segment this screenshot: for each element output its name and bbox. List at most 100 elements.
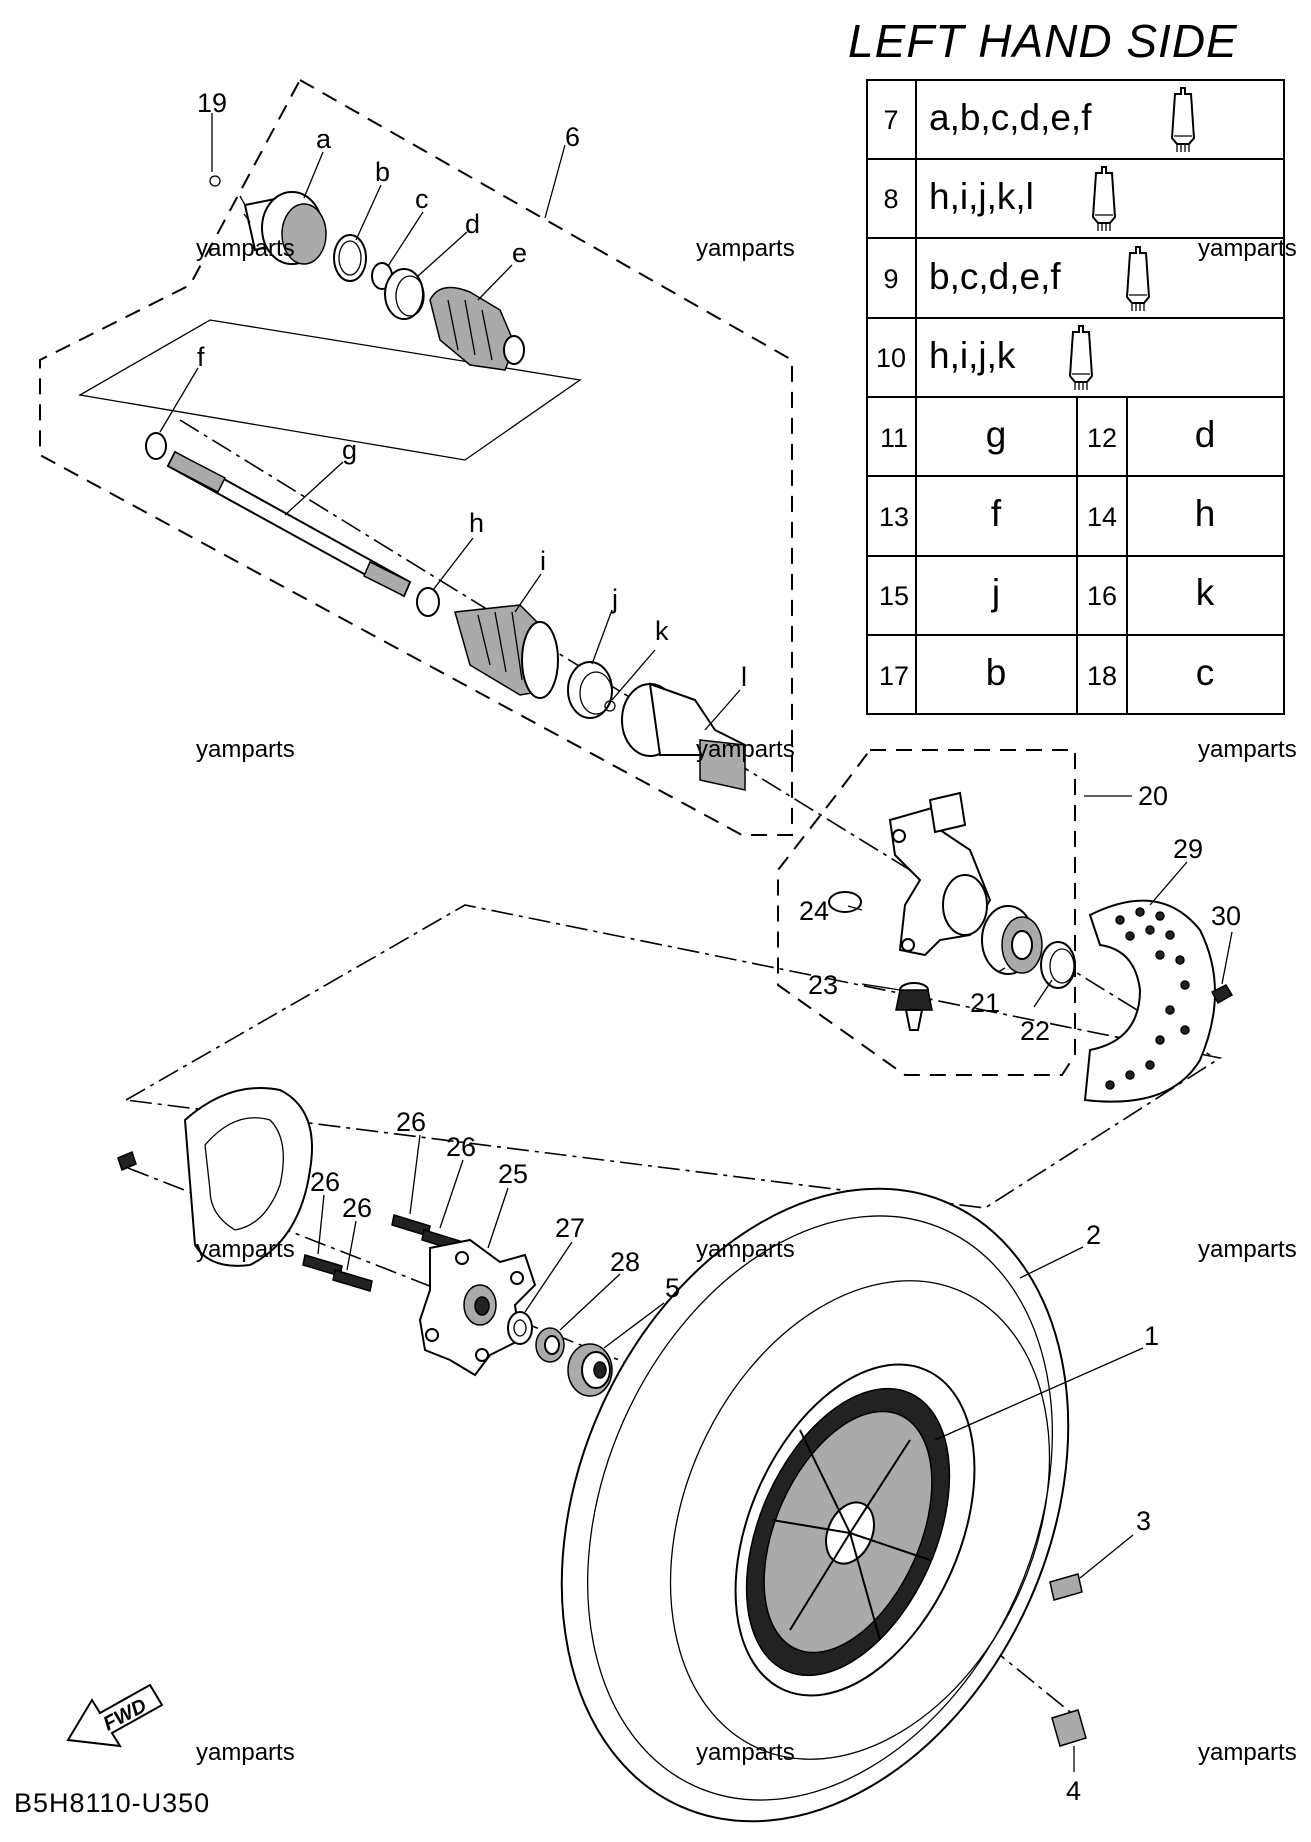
table-ref-7: 7: [883, 105, 898, 135]
watermark: yamparts: [196, 1236, 295, 1263]
part-30-bolt: [1210, 984, 1234, 1005]
watermark: yamparts: [1198, 736, 1297, 763]
part-22-circlip: [1040, 941, 1076, 989]
table-part-13: f: [991, 493, 1002, 534]
part-5-axle-nut: [567, 1343, 613, 1397]
part-25-hub: [418, 1238, 537, 1377]
callout-l: l: [741, 662, 747, 692]
part-a-outer-cv-joint: [239, 191, 327, 265]
callout-i: i: [540, 546, 546, 576]
part-4-lug-nut: [1051, 1709, 1087, 1747]
table-ref-14: 14: [1087, 502, 1117, 532]
watermark: yamparts: [696, 1236, 795, 1263]
watermark: yamparts: [1198, 235, 1297, 262]
callout-6: 6: [565, 122, 580, 152]
table-parts-7: a,b,c,d,e,f: [929, 97, 1092, 138]
callout-a: a: [316, 124, 332, 154]
part-i-inner-boot: [454, 604, 559, 699]
callout-28: 28: [610, 1247, 640, 1277]
table-ref-12: 12: [1087, 423, 1117, 453]
callout-3: 3: [1136, 1506, 1151, 1536]
disc-bolt: [117, 1150, 137, 1172]
watermark: yamparts: [196, 235, 295, 262]
table-parts-8: h,i,j,k,l: [929, 176, 1034, 217]
table-ref-15: 15: [879, 581, 909, 611]
table-parts-9: b,c,d,e,f: [929, 256, 1061, 297]
table-part-15: j: [991, 572, 1000, 613]
callout-j: j: [611, 584, 618, 614]
callout-2: 2: [1086, 1220, 1101, 1250]
watermark: yamparts: [696, 736, 795, 763]
watermark: yamparts: [196, 736, 295, 763]
callout-29: 29: [1173, 834, 1203, 864]
part-27-washer: [507, 1311, 533, 1345]
table-part-17: b: [986, 652, 1007, 693]
table-ref-16: 16: [1087, 581, 1117, 611]
callout-20: 20: [1138, 781, 1168, 811]
callout-f: f: [197, 342, 205, 372]
watermarks: yamparts yamparts yamparts yamparts yamp…: [196, 235, 1297, 1766]
part-j-boot-band: [567, 661, 613, 719]
table-ref-13: 13: [879, 502, 909, 532]
part-28-nut: [535, 1327, 565, 1363]
grease-tube-icon: [1091, 166, 1117, 231]
table-part-12: d: [1195, 414, 1216, 455]
grease-tube-icon: [1170, 87, 1196, 152]
callout-1: 1: [1144, 1321, 1159, 1351]
callout-e: e: [512, 238, 527, 268]
watermark: yamparts: [196, 1739, 295, 1766]
callout-26: 26: [310, 1167, 340, 1197]
table-part-14: h: [1195, 493, 1216, 534]
table-ref-9: 9: [883, 264, 898, 294]
callout-4: 4: [1066, 1776, 1081, 1806]
callout-27: 27: [555, 1213, 585, 1243]
part-e-outer-boot: [429, 286, 525, 371]
hub-group-outline: [123, 904, 1223, 1209]
leader-lines: [159, 113, 1233, 1772]
part-h-boot-band: [416, 587, 440, 617]
watermark: yamparts: [1198, 1236, 1297, 1263]
knuckle: [888, 791, 992, 957]
callout-d: d: [465, 209, 480, 239]
callout-21: 21: [970, 988, 1000, 1018]
callout-19: 19: [197, 88, 227, 118]
part-21-bearing: [981, 905, 1043, 975]
page-title: LEFT HAND SIDE: [848, 15, 1238, 67]
part-k-ring: [604, 700, 616, 712]
watermark: yamparts: [696, 235, 795, 262]
table-ref-17: 17: [879, 661, 909, 691]
watermark: yamparts: [1198, 1739, 1297, 1766]
knuckle-assembly-outline: [777, 749, 1076, 1076]
table-part-16: k: [1196, 572, 1215, 613]
watermark: yamparts: [696, 1739, 795, 1766]
drive-shaft-assembly-outline: [39, 78, 793, 836]
part-3-valve: [1049, 1573, 1083, 1601]
callout-c: c: [415, 184, 429, 214]
table-part-18: c: [1196, 652, 1215, 693]
table-ref-10: 10: [876, 343, 906, 373]
callout-30: 30: [1211, 901, 1241, 931]
callout-h: h: [469, 508, 484, 538]
table-part-11: g: [986, 414, 1007, 455]
callout-25: 25: [498, 1159, 528, 1189]
part-23-ball-joint: [895, 982, 933, 1031]
callout-k: k: [655, 616, 669, 646]
grease-tube-icon: [1068, 325, 1094, 390]
table-ref-18: 18: [1087, 661, 1117, 691]
callout-5: 5: [665, 1273, 680, 1303]
callout-23: 23: [808, 970, 838, 1000]
part-d-boot-band: [384, 268, 425, 320]
callout-24: 24: [799, 896, 829, 926]
callout-labels: 19 a b c d e 6 f g h i j k l 20 29 30 24…: [197, 88, 1241, 1806]
part-26-stud: [332, 1269, 373, 1292]
callout-26: 26: [446, 1132, 476, 1162]
part-g-drive-shaft: [166, 450, 412, 598]
fwd-arrow-icon: FWD: [66, 1683, 164, 1748]
table-parts-10: h,i,j,k: [929, 335, 1016, 376]
parts-table: 7 a,b,c,d,e,f 8 h,i,j,k,l 9 b,c,d,e,f 10…: [866, 79, 1285, 715]
grease-tube-icon: [1125, 246, 1151, 311]
part-29-brake-disc: [1083, 899, 1216, 1103]
cv-joint-group-outline: [78, 319, 582, 461]
rear-brake-disc-outline: [183, 1087, 313, 1267]
